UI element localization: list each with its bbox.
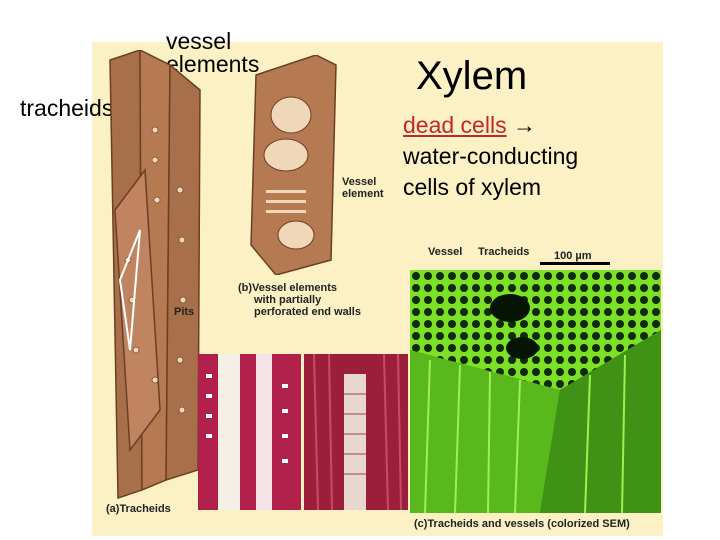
vessel-elements-illustration: [250, 55, 337, 275]
vessel-elements-line2: elements: [166, 51, 260, 77]
caption-a: (a)Tracheids: [106, 503, 171, 515]
stained-micrograph-right: [304, 354, 408, 510]
caption-b-line3: perforated end walls: [254, 306, 361, 318]
slide-title: Xylem: [416, 54, 528, 98]
vessel-elements-label: vessel elements: [166, 30, 286, 76]
vessel-elements-line1: vessel: [166, 28, 232, 54]
tracheid-cell-4: [114, 167, 161, 453]
vessel-element-line1: Vessel: [342, 176, 377, 188]
sem-vessel-label: Vessel: [428, 246, 463, 258]
scale-bar: [540, 262, 610, 265]
sem-image: [410, 270, 661, 513]
tracheids-label: tracheids: [20, 95, 114, 121]
caption-b-line1: (b)Vessel elements: [238, 282, 338, 294]
caption-b: (b)Vessel elements with partially perfor…: [238, 282, 361, 318]
caption-c: (c)Tracheids and vessels (colorized SEM): [414, 518, 630, 530]
tracheids-illustration: [109, 50, 201, 500]
tracheid-cell-3: [165, 63, 201, 482]
scale-label: 100 µm: [554, 250, 592, 262]
caption-b-line2: with partially: [254, 294, 322, 306]
pits-label: Pits: [174, 306, 195, 318]
description: dead cells → water-conducting cells of x…: [403, 110, 578, 203]
description-line2: water-conducting: [403, 143, 579, 169]
dead-cells-text: dead cells: [403, 112, 507, 138]
sem-tracheids-label: Tracheids: [478, 246, 530, 258]
vessel-element-line2: element: [342, 188, 384, 200]
description-line3: cells of xylem: [403, 174, 542, 200]
stained-micrograph-left: [198, 354, 301, 510]
arrow-icon: →: [512, 112, 536, 138]
vessel-element-label: Vessel element: [342, 176, 384, 200]
description-line1: dead cells →: [403, 110, 578, 141]
